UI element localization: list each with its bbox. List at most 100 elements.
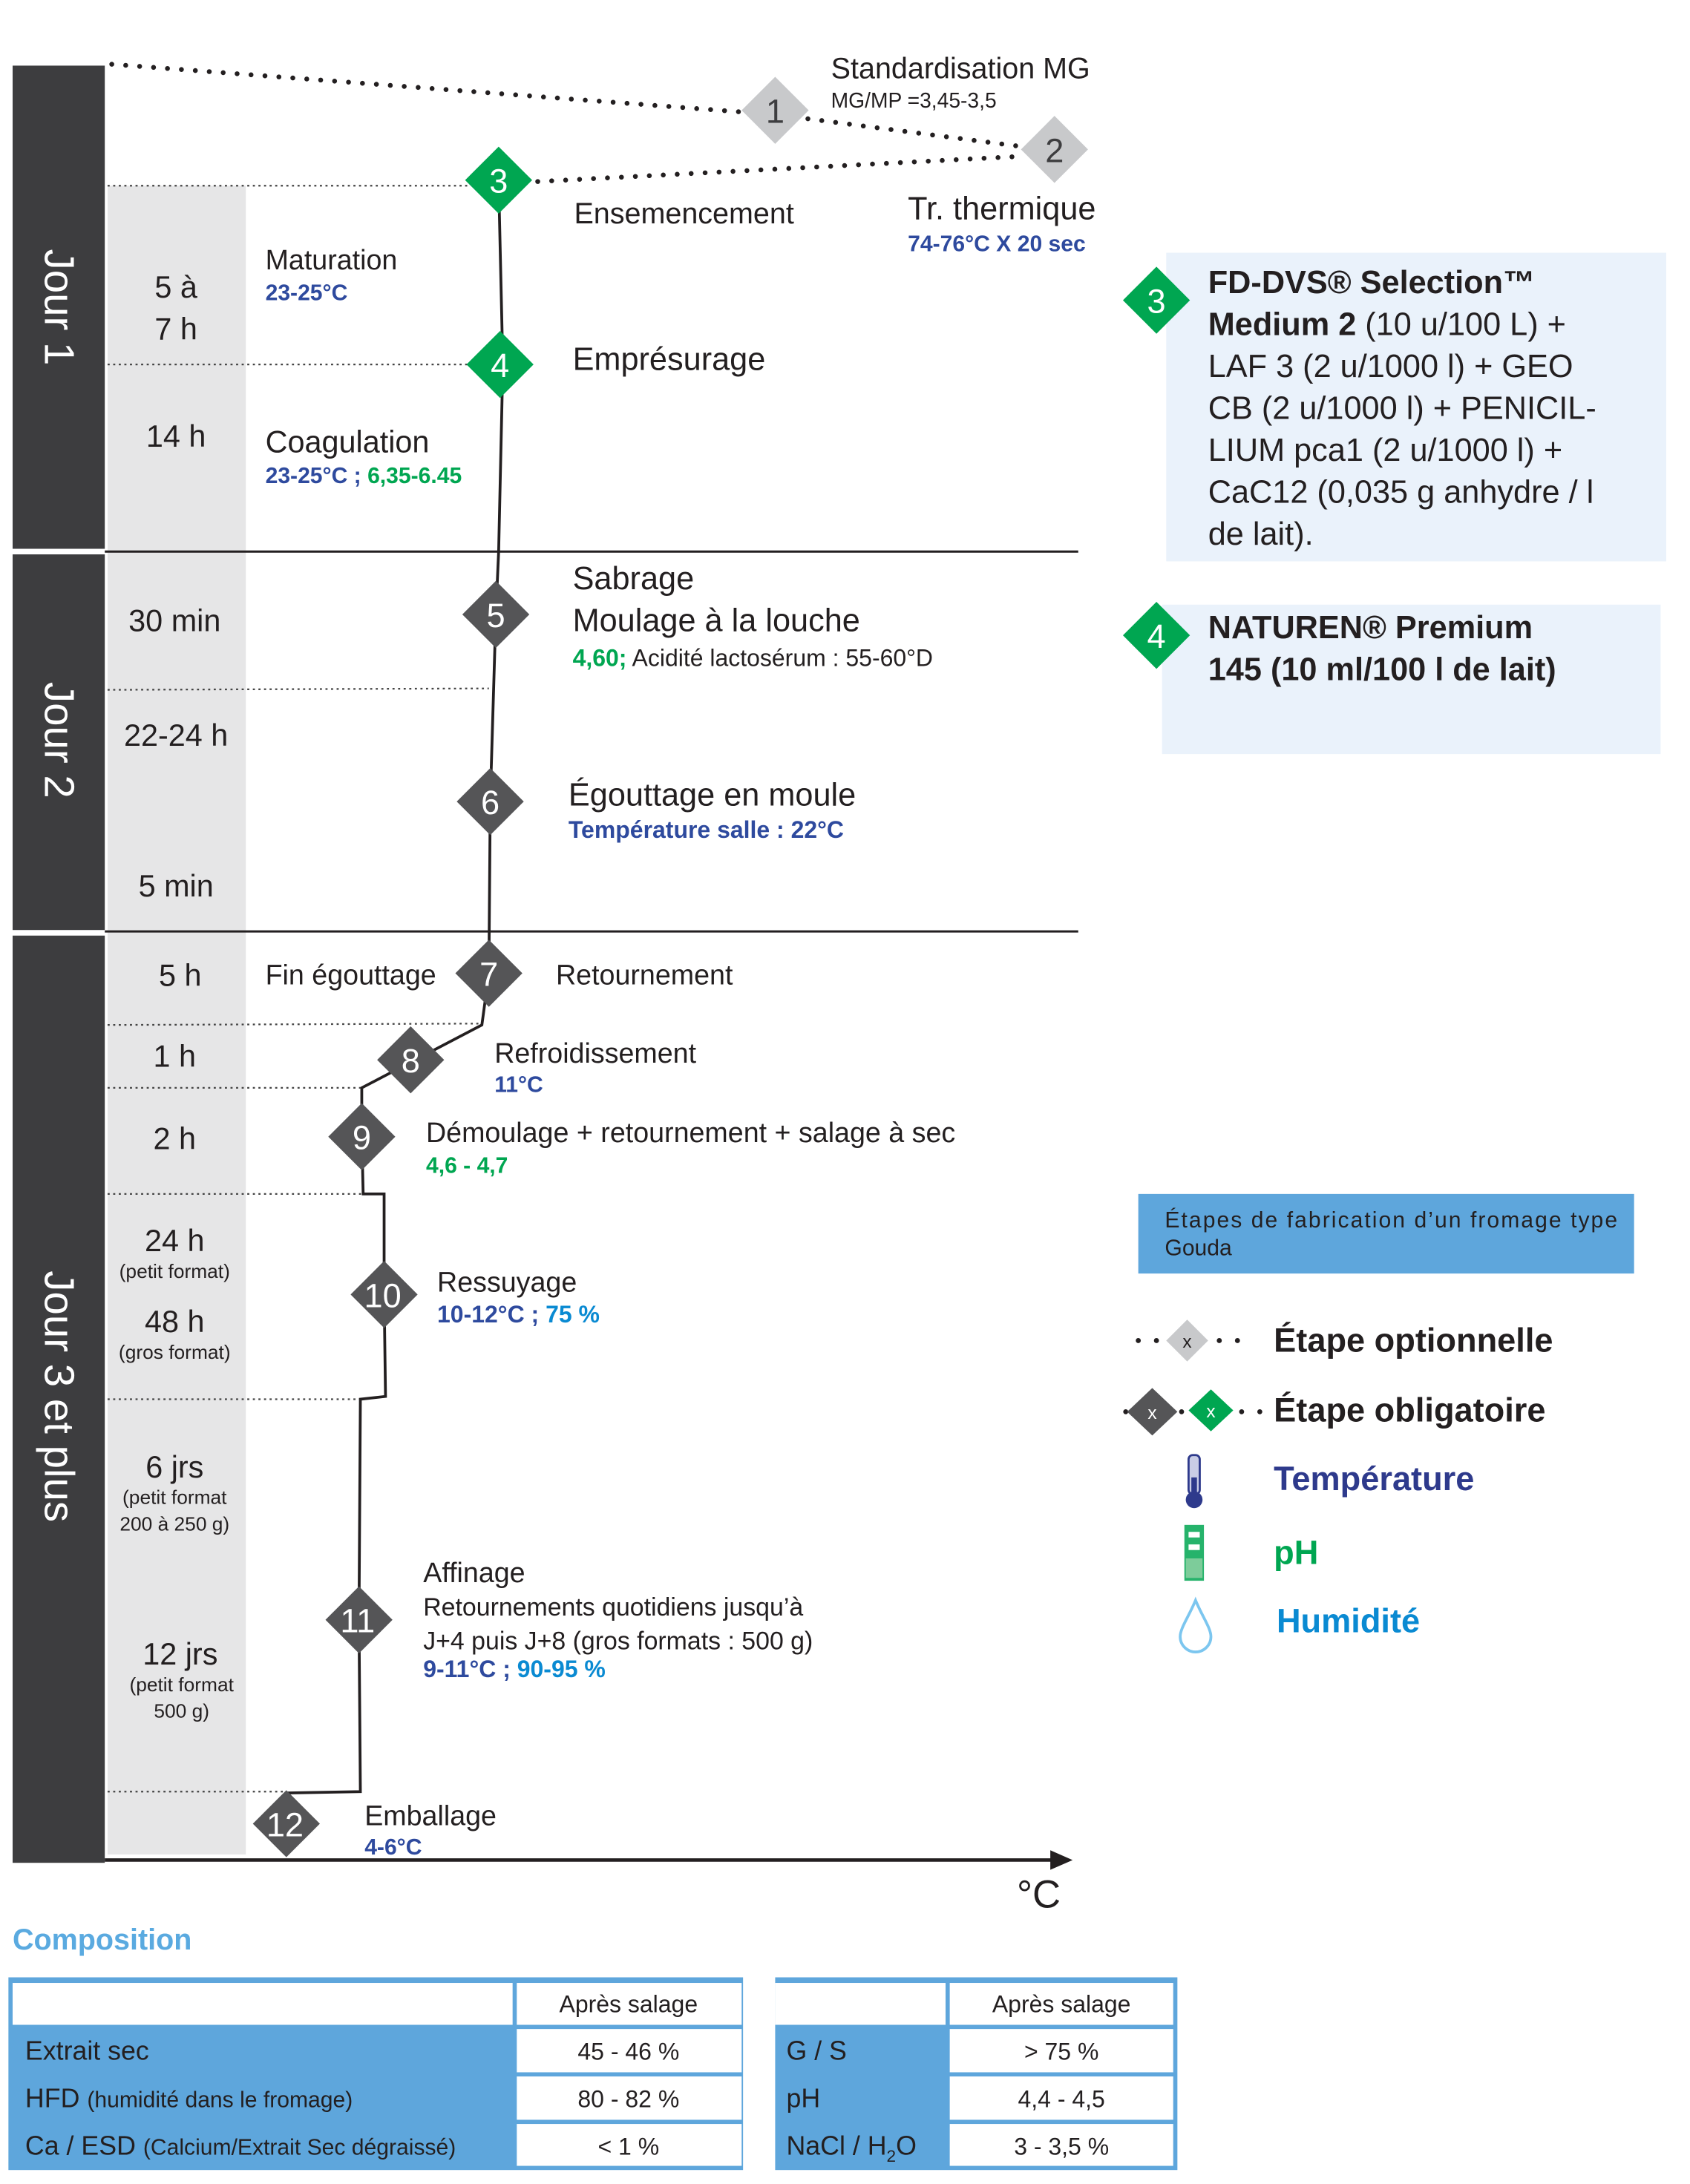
svg-text:Coagulation: Coagulation: [266, 425, 430, 459]
table-row-label: Extrait sec: [25, 2036, 149, 2066]
svg-text:Après salage: Après salage: [992, 1991, 1131, 2018]
svg-text:4,4 - 4,5: 4,4 - 4,5: [1018, 2086, 1105, 2113]
svg-text:4: 4: [491, 347, 509, 384]
composition-table-2: Après salage G / S > 75 % pH 4,4 - 4,5 N…: [775, 1977, 1178, 2171]
step-8-diamond: 8: [377, 1026, 445, 1094]
svg-text:Égouttage en moule: Égouttage en moule: [569, 778, 856, 813]
svg-text:30 min: 30 min: [128, 604, 220, 638]
svg-text:3: 3: [489, 163, 508, 200]
svg-text:Après salage: Après salage: [560, 1991, 698, 2018]
step-1-diamond: 1: [741, 76, 809, 144]
ph-strip-icon: [1184, 1524, 1205, 1581]
svg-text:Étape optionnelle: Étape optionnelle: [1274, 1321, 1553, 1359]
svg-text:MG/MP =3,45-3,5: MG/MP =3,45-3,5: [831, 88, 997, 112]
svg-text:pH: pH: [1274, 1534, 1318, 1572]
svg-text:48 h: 48 h: [145, 1305, 205, 1339]
svg-text:Fin égouttage: Fin égouttage: [266, 960, 436, 991]
svg-text:5 min: 5 min: [139, 869, 214, 903]
step-9-diamond: 9: [328, 1103, 396, 1170]
svg-text:4,6 - 4,7: 4,6 - 4,7: [426, 1154, 508, 1178]
svg-text:6: 6: [481, 784, 500, 822]
thermometer-icon: [1185, 1454, 1203, 1509]
svg-text:NATUREN® Premium: NATUREN® Premium: [1208, 610, 1533, 646]
table-row-label: pH: [786, 2084, 820, 2114]
table-row-label: NaCl / H2O: [786, 2131, 916, 2165]
svg-text:Ensemencement: Ensemencement: [574, 197, 793, 230]
step-5-diamond: 5: [462, 580, 530, 649]
svg-text:23-25°C ; 6,35-6.45: 23-25°C ; 6,35-6.45: [266, 464, 462, 488]
svg-text:Emballage: Emballage: [364, 1800, 497, 1831]
step-7-diamond: 7: [455, 939, 523, 1007]
axis-unit: °C: [1017, 1872, 1061, 1916]
svg-text:5: 5: [487, 597, 505, 634]
mandatory-step-icon: x x: [1123, 1388, 1262, 1436]
svg-text:10-12°C ; 75 %: 10-12°C ; 75 %: [437, 1301, 600, 1328]
svg-text:1: 1: [766, 93, 785, 131]
svg-text:14 h: 14 h: [146, 419, 206, 453]
step-12-diamond: 12: [252, 1790, 320, 1857]
svg-text:2: 2: [1045, 131, 1064, 169]
svg-text:4: 4: [1147, 617, 1166, 655]
svg-text:200 à 250 g): 200 à 250 g): [119, 1512, 229, 1535]
svg-text:Ressuyage: Ressuyage: [437, 1267, 577, 1298]
svg-text:Moulage à la louche: Moulage à la louche: [573, 603, 860, 639]
svg-text:LIUM pca1 (2 u/1000 l) +: LIUM pca1 (2 u/1000 l) +: [1208, 433, 1562, 468]
day-label-1: Jour 1: [36, 249, 82, 366]
svg-text:> 75 %: > 75 %: [1024, 2039, 1098, 2065]
svg-text:23-25°C: 23-25°C: [266, 281, 348, 306]
svg-text:2 h: 2 h: [154, 1122, 197, 1156]
svg-text:Maturation: Maturation: [266, 244, 398, 275]
svg-text:6 jrs: 6 jrs: [145, 1450, 203, 1484]
svg-text:Humidité: Humidité: [1277, 1602, 1420, 1640]
svg-text:Emprésurage: Emprésurage: [573, 342, 766, 378]
svg-text:10: 10: [364, 1276, 402, 1314]
step-4-diamond: 4: [466, 330, 534, 399]
svg-text:145 (10 ml/100 l de lait): 145 (10 ml/100 l de lait): [1208, 652, 1556, 687]
table-row-label: HFD (humidité dans le fromage): [25, 2084, 353, 2114]
day-bar-1: [12, 65, 105, 549]
step-3-diamond: 3: [465, 146, 532, 214]
legend: Étapes de fabrication d’un fromage type …: [1123, 1193, 1634, 1653]
svg-text:8: 8: [402, 1042, 420, 1080]
svg-text:x: x: [1206, 1402, 1215, 1422]
svg-text:Température salle : 22°C: Température salle : 22°C: [569, 816, 844, 843]
composition-table-1: Après salage Extrait sec 45 - 46 % HFD (…: [8, 1977, 744, 2171]
step-10-diamond: 10: [350, 1261, 418, 1328]
svg-text:5 h: 5 h: [159, 958, 202, 992]
day-bar-3: [12, 935, 105, 1863]
ingredient-box-4: 4 NATUREN® Premium 145 (10 ml/100 l de l…: [1122, 602, 1661, 755]
svg-text:< 1 %: < 1 %: [598, 2133, 660, 2160]
svg-text:x: x: [1147, 1403, 1156, 1423]
svg-text:(petit format): (petit format): [119, 1260, 230, 1282]
day-label-3: Jour 3 et plus: [36, 1270, 82, 1522]
svg-text:Affinage: Affinage: [423, 1557, 525, 1588]
dotted-separators: [107, 185, 489, 1793]
svg-text:FD-DVS® Selection™: FD-DVS® Selection™: [1208, 265, 1536, 301]
svg-text:45 - 46 %: 45 - 46 %: [577, 2039, 679, 2065]
duration-column: [107, 186, 246, 1855]
step-labels: Standardisation MG MG/MP =3,45-3,5 Tr. t…: [266, 52, 1096, 1860]
svg-text:Démoulage + retournement + sal: Démoulage + retournement + salage à sec: [426, 1117, 955, 1148]
svg-text:9-11°C ; 90-95 %: 9-11°C ; 90-95 %: [423, 1656, 606, 1682]
svg-text:Refroidissement: Refroidissement: [494, 1037, 696, 1069]
optional-path: [109, 62, 1058, 184]
svg-text:Gouda: Gouda: [1165, 1236, 1232, 1261]
svg-text:7: 7: [479, 955, 498, 993]
svg-text:Retournements quotidiens jusqu: Retournements quotidiens jusqu’à: [423, 1593, 803, 1621]
svg-text:CB (2 u/1000 l) + PENICIL-: CB (2 u/1000 l) + PENICIL-: [1208, 391, 1596, 427]
table-row-label: G / S: [786, 2036, 846, 2066]
optional-step-icon: x: [1136, 1319, 1240, 1362]
svg-text:4,60; Acidité lactosérum : 55-: 4,60; Acidité lactosérum : 55-60°D: [573, 645, 933, 672]
svg-text:(gros format): (gros format): [119, 1341, 231, 1363]
svg-text:12: 12: [266, 1806, 304, 1843]
svg-text:de lait).: de lait).: [1208, 517, 1314, 552]
svg-text:7 h: 7 h: [154, 312, 197, 346]
svg-text:Retournement: Retournement: [556, 960, 733, 991]
step-6-diamond: 6: [456, 767, 524, 836]
svg-text:74-76°C X 20 sec: 74-76°C X 20 sec: [908, 232, 1086, 257]
day-bar-2: [12, 554, 105, 931]
svg-text:(petit format: (petit format: [129, 1673, 234, 1696]
svg-text:11°C: 11°C: [494, 1073, 543, 1098]
svg-text:24 h: 24 h: [145, 1224, 205, 1258]
svg-text:Sabrage: Sabrage: [573, 561, 695, 597]
